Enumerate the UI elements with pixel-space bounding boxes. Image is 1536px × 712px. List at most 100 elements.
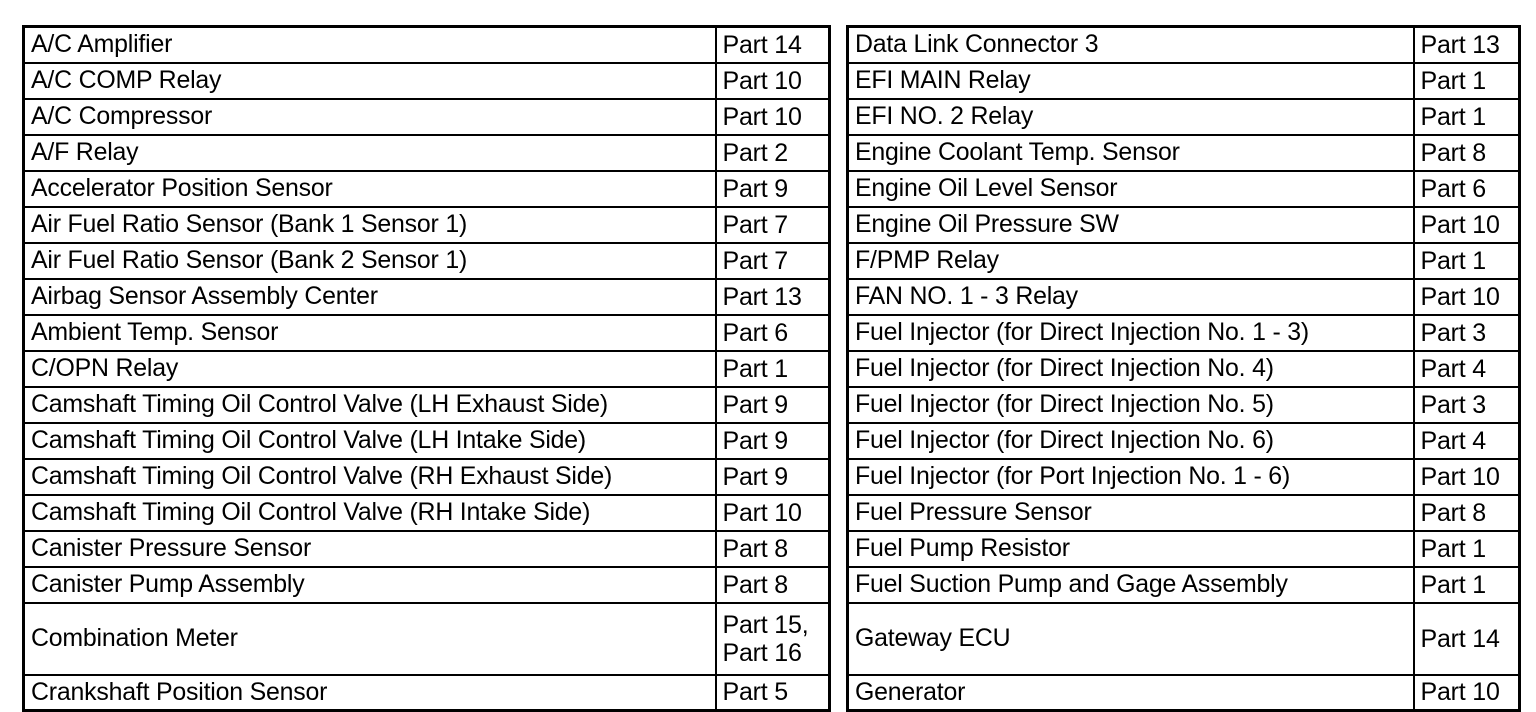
part-reference-text: Part 10 [1420, 462, 1500, 491]
component-name-text: Engine Oil Level Sensor [855, 174, 1118, 202]
component-name-cell: Fuel Pressure Sensor [846, 493, 1415, 532]
table-row: Engine Oil Level Sensor Part 6 [846, 169, 1521, 208]
component-name-text: EFI MAIN Relay [855, 66, 1031, 94]
part-reference-cell: Part 8 [714, 529, 831, 568]
component-name-text: Generator [855, 677, 966, 706]
part-reference-text: Part 1 [722, 354, 789, 383]
part-reference-text: Part 9 [722, 426, 789, 455]
part-reference-cell: Part 6 [1412, 169, 1521, 208]
component-name-cell: Camshaft Timing Oil Control Valve (RH In… [22, 493, 717, 532]
part-reference-cell: Part 14 [1412, 601, 1521, 676]
component-name-cell: Camshaft Timing Oil Control Valve (RH Ex… [22, 457, 717, 496]
part-reference-cell: Part 6 [714, 313, 831, 352]
component-name-text: A/F Relay [31, 138, 139, 166]
part-reference-text: Part 16 [722, 638, 802, 667]
part-reference-text: Part 8 [722, 570, 789, 599]
component-name-cell: C/OPN Relay [22, 349, 717, 388]
component-name-cell: Canister Pressure Sensor [22, 529, 717, 568]
component-name-cell: Combination Meter [22, 601, 717, 676]
part-reference-cell: Part 10 [714, 61, 831, 100]
component-name-cell: Fuel Pump Resistor [846, 529, 1415, 568]
table-row: Crankshaft Position Sensor Part 5 [22, 673, 831, 712]
component-name-text: Canister Pressure Sensor [31, 534, 312, 562]
part-reference-text: Part 4 [1420, 426, 1487, 455]
component-name-cell: F/PMP Relay [846, 241, 1415, 280]
part-reference-cell: Part 8 [1412, 133, 1521, 172]
table-row: Air Fuel Ratio Sensor (Bank 2 Sensor 1) P… [22, 241, 831, 280]
component-name-cell: EFI NO. 2 Relay [846, 97, 1415, 136]
part-reference-text: Part 9 [722, 174, 789, 203]
part-reference-text: Part 9 [722, 462, 789, 491]
part-reference-text: Part 8 [1420, 138, 1487, 167]
component-name-text: Engine Coolant Temp. Sensor [855, 138, 1180, 166]
part-reference-text: Part 14 [722, 30, 802, 59]
component-name-cell: Fuel Injector (for Direct Injection No. … [846, 385, 1415, 424]
component-name-text: Fuel Pressure Sensor [855, 498, 1092, 526]
part-reference-text: Part 10 [722, 102, 802, 131]
part-reference-text: Part 3 [1420, 318, 1487, 347]
table-row: Camshaft Timing Oil Control Valve (LH In… [22, 421, 831, 460]
table-row: Canister Pressure Sensor Part 8 [22, 529, 831, 568]
component-name-cell: Fuel Injector (for Direct Injection No. … [846, 349, 1415, 388]
component-name-cell: Camshaft Timing Oil Control Valve (LH In… [22, 421, 717, 460]
component-name-cell: Engine Oil Pressure SW [846, 205, 1415, 244]
component-name-cell: Fuel Injector (for Port Injection No. 1 … [846, 457, 1415, 496]
table-row: Engine Coolant Temp. Sensor Part 8 [846, 133, 1521, 172]
component-name-text: Airbag Sensor Assembly Center [31, 282, 378, 310]
part-reference-cell: Part 4 [1412, 421, 1521, 460]
component-name-text: FAN NO. 1 - 3 Relay [855, 282, 1078, 310]
part-reference-cell: Part 7 [714, 241, 831, 280]
component-name-cell: A/C Amplifier [22, 25, 717, 64]
table-row: Camshaft Timing Oil Control Valve (RH Ex… [22, 457, 831, 496]
component-name-text: A/C Amplifier [31, 30, 173, 59]
part-reference-cell: Part 13 [1412, 25, 1521, 64]
part-reference-text: Part 1 [1420, 102, 1487, 131]
component-name-cell: Airbag Sensor Assembly Center [22, 277, 717, 316]
part-reference-text: Part 1 [1420, 66, 1487, 95]
component-name-cell: Fuel Suction Pump and Gage Assembly [846, 565, 1415, 604]
part-reference-text: Part 8 [722, 534, 789, 563]
part-reference-cell: Part 15,Part 16 [714, 601, 831, 676]
component-name-text: Fuel Pump Resistor [855, 534, 1070, 562]
part-reference-text: Part 5 [722, 678, 789, 707]
part-reference-text: Part 7 [722, 210, 789, 239]
part-reference-cell: Part 9 [714, 421, 831, 460]
part-reference-cell: Part 14 [714, 25, 831, 64]
part-reference-text: Part 6 [1420, 174, 1487, 203]
part-reference-text: Part 13 [722, 282, 802, 311]
part-reference-cell: Part 1 [1412, 61, 1521, 100]
component-name-text: Camshaft Timing Oil Control Valve (LH Ex… [31, 390, 608, 418]
component-name-cell: Engine Coolant Temp. Sensor [846, 133, 1415, 172]
part-reference-text: Part 1 [1420, 246, 1487, 275]
part-reference-cell: Part 10 [1412, 277, 1521, 316]
component-name-text: Crankshaft Position Sensor [31, 677, 328, 706]
part-reference-cell: Part 10 [1412, 205, 1521, 244]
component-name-text: Engine Oil Pressure SW [855, 210, 1119, 238]
component-name-text: Air Fuel Ratio Sensor (Bank 2 Sensor 1) [31, 246, 468, 274]
component-name-text: EFI NO. 2 Relay [855, 102, 1034, 130]
part-reference-cell: Part 8 [714, 565, 831, 604]
component-name-text: Fuel Injector (for Direct Injection No. … [855, 318, 1309, 346]
component-name-cell: A/C COMP Relay [22, 61, 717, 100]
component-name-text: Air Fuel Ratio Sensor (Bank 1 Sensor 1) [31, 210, 468, 238]
part-reference-text: Part 3 [1420, 390, 1487, 419]
part-reference-text: Part 10 [722, 498, 802, 527]
part-reference-cell: Part 1 [1412, 529, 1521, 568]
component-name-cell: Fuel Injector (for Direct Injection No. … [846, 421, 1415, 460]
part-reference-cell: Part 4 [1412, 349, 1521, 388]
component-name-cell: Canister Pump Assembly [22, 565, 717, 604]
component-name-text: A/C COMP Relay [31, 66, 222, 94]
component-name-cell: Crankshaft Position Sensor [22, 673, 717, 712]
part-reference-text: Part 6 [722, 318, 789, 347]
component-name-text: Combination Meter [31, 624, 238, 652]
part-reference-cell: Part 1 [1412, 97, 1521, 136]
table-row: A/C Amplifier Part 14 [22, 25, 831, 64]
part-reference-text: Part 10 [1420, 210, 1500, 239]
